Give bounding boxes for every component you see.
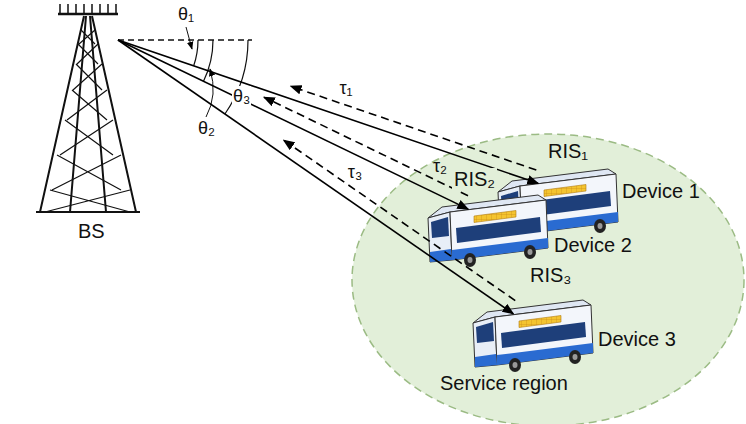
vehicle-device: RIS₁ Device 1: [488, 134, 704, 234]
base-station: BS: [30, 0, 118, 250]
angle-label: θ₃: [232, 86, 251, 107]
bs-tower: [36, 4, 140, 212]
leader-line: [206, 69, 213, 117]
reference-line: [118, 39, 252, 40]
angle-label: θ₂: [198, 118, 215, 139]
delay-label: τ₁: [339, 78, 352, 99]
vehicle-device: RIS₃ Device 3: [456, 260, 696, 360]
node-label: Service region: [440, 372, 568, 395]
signal-arrow: [118, 40, 513, 314]
node-label: Device 3: [598, 328, 676, 351]
service-region: Service regionRIS₁Device 1RIS₂Device 2RI…: [352, 134, 744, 424]
node-label: Device 2: [554, 234, 632, 257]
angle-arc: [194, 40, 198, 66]
signal-arrow: [118, 40, 538, 183]
node-label: BS: [78, 220, 105, 243]
echo-arrow: [291, 86, 537, 170]
delay-label: τ₃: [348, 162, 362, 183]
delay-label: τ₂: [433, 156, 447, 177]
echo-arrow: [284, 140, 516, 300]
node-label: RIS₃: [530, 264, 571, 287]
bus-icon: [473, 300, 593, 372]
node-label: RIS₁: [548, 140, 588, 163]
echo-arrow: [264, 97, 468, 196]
signal-arrow: [118, 40, 468, 209]
service-region-outline: [352, 134, 744, 424]
node-label: Device 1: [622, 180, 700, 203]
node-label: RIS₂: [452, 168, 497, 191]
bus-icon: [428, 195, 548, 267]
vehicle-device: RIS₂ Device 2: [400, 164, 640, 261]
angle-label: θ₁: [178, 4, 194, 25]
leader-line: [186, 27, 192, 49]
